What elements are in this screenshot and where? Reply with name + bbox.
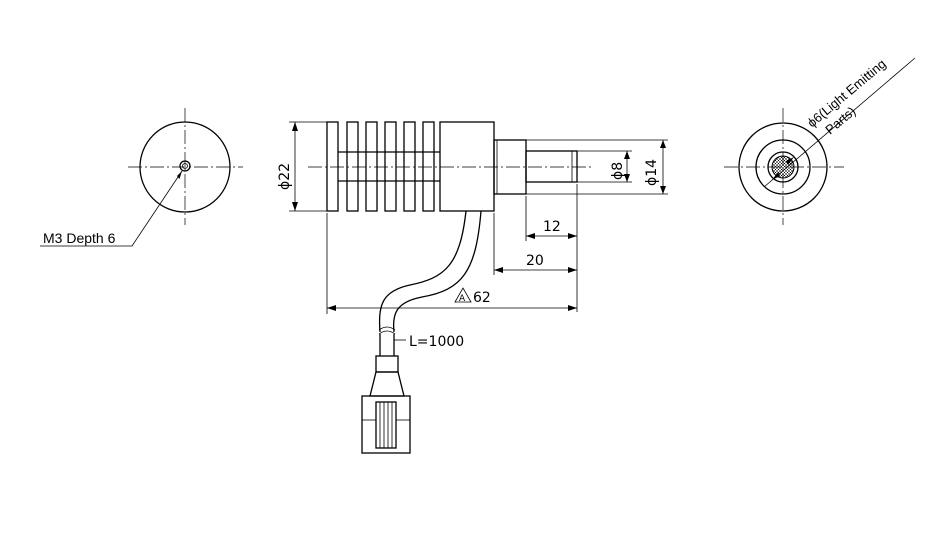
dim-arrow [526,233,535,239]
connector-taper [369,371,405,397]
hole-leader-arrow [177,171,182,179]
end-view: ϕ6(Light Emitting Parts) [724,56,916,225]
cable-outline-right [392,210,482,333]
dim-heatsink-diameter: ϕ22 [277,121,327,212]
heatsink-fins [326,121,440,212]
dim-arrow [624,174,630,182]
dim-tip-length: 12 [525,184,578,312]
dim-arrow [327,305,336,311]
dim-arrow [568,305,577,311]
emit-arrow [772,172,780,180]
dim-total-length: A 62 [326,213,577,314]
hole-leader-line [40,170,183,247]
end-view-tip-circle [767,151,799,183]
fin [326,121,339,212]
dim-tip-diameter-label: ϕ8 [610,162,626,180]
dim-neck-length: 20 [493,213,577,275]
dim-tip-length-label: 12 [543,219,561,235]
cable-length-label: L=1000 [409,334,464,350]
end-view-neck-circle [755,139,811,195]
connector [361,355,411,454]
fin [403,121,416,212]
fin [384,121,397,212]
fin [365,121,378,212]
dim-neck-length-label: 20 [526,253,544,269]
emit-leader-line [763,57,916,188]
dim-total-length-label: 62 [473,290,491,306]
side-view: ϕ22 ϕ8 ϕ14 12 [277,121,668,454]
dim-arrow [568,233,577,239]
inspection-triangle-icon [454,287,472,303]
dim-arrow [494,267,503,273]
dim-neck-diameter: ϕ14 [526,139,668,195]
hole-label: M3 Depth 6 [43,230,116,246]
connector-latch [375,401,397,449]
connector-body [361,395,411,454]
end-view-outer-circle [738,122,828,212]
dim-arrow [568,267,577,273]
cable-break [378,326,396,335]
dim-arrow [660,140,666,148]
inspection-triangle-label: A [459,294,466,304]
emit-arrow [786,157,794,165]
main-body [439,121,495,212]
tip [525,150,578,183]
mount-hole-inner [182,163,188,169]
fin [422,121,435,212]
dim-heatsink-diameter-label: ϕ22 [277,163,293,190]
dim-tip-diameter: ϕ8 [577,150,632,183]
connector-boot [375,355,399,373]
front-view: M3 Depth 6 [40,108,243,247]
dim-arrow [292,202,298,211]
dim-neck-diameter-label: ϕ14 [644,159,660,186]
dim-arrow [624,151,630,159]
mount-hole-icon [179,160,191,172]
dim-arrow [292,122,298,131]
fin [346,121,359,212]
dim-arrow [660,186,666,194]
cable: L=1000 [378,210,482,356]
cable-outline-left [378,210,467,333]
